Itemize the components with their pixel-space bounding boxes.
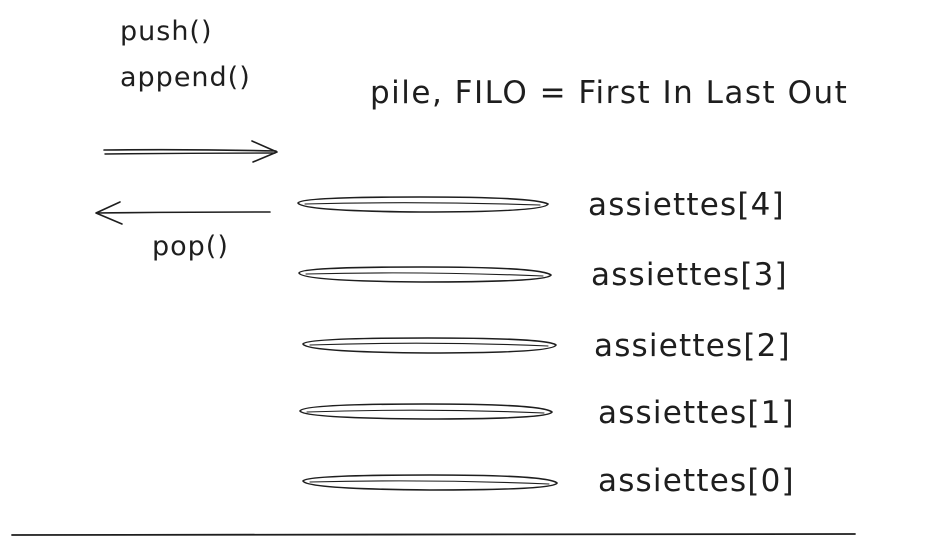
plate-4 [297,196,549,213]
stack-base-line [11,532,856,536]
plate-2 [302,337,557,354]
push-label: push() [120,16,213,47]
plate-label-1: assiettes[1] [598,395,795,431]
plate-label-2: assiettes[2] [594,328,791,364]
plate-1 [299,403,553,420]
plate-label-4: assiettes[4] [588,187,785,223]
plate-label-3: assiettes[3] [591,257,788,293]
diagram-title: pile, FILO = First In Last Out [370,75,849,111]
plate-0 [302,474,558,491]
append-label: append() [120,62,251,93]
plate-3 [298,266,552,283]
plate-label-0: assiettes[0] [598,463,795,499]
pop-label: pop() [152,231,229,262]
push-arrow [103,140,278,163]
pop-arrow [95,201,271,225]
